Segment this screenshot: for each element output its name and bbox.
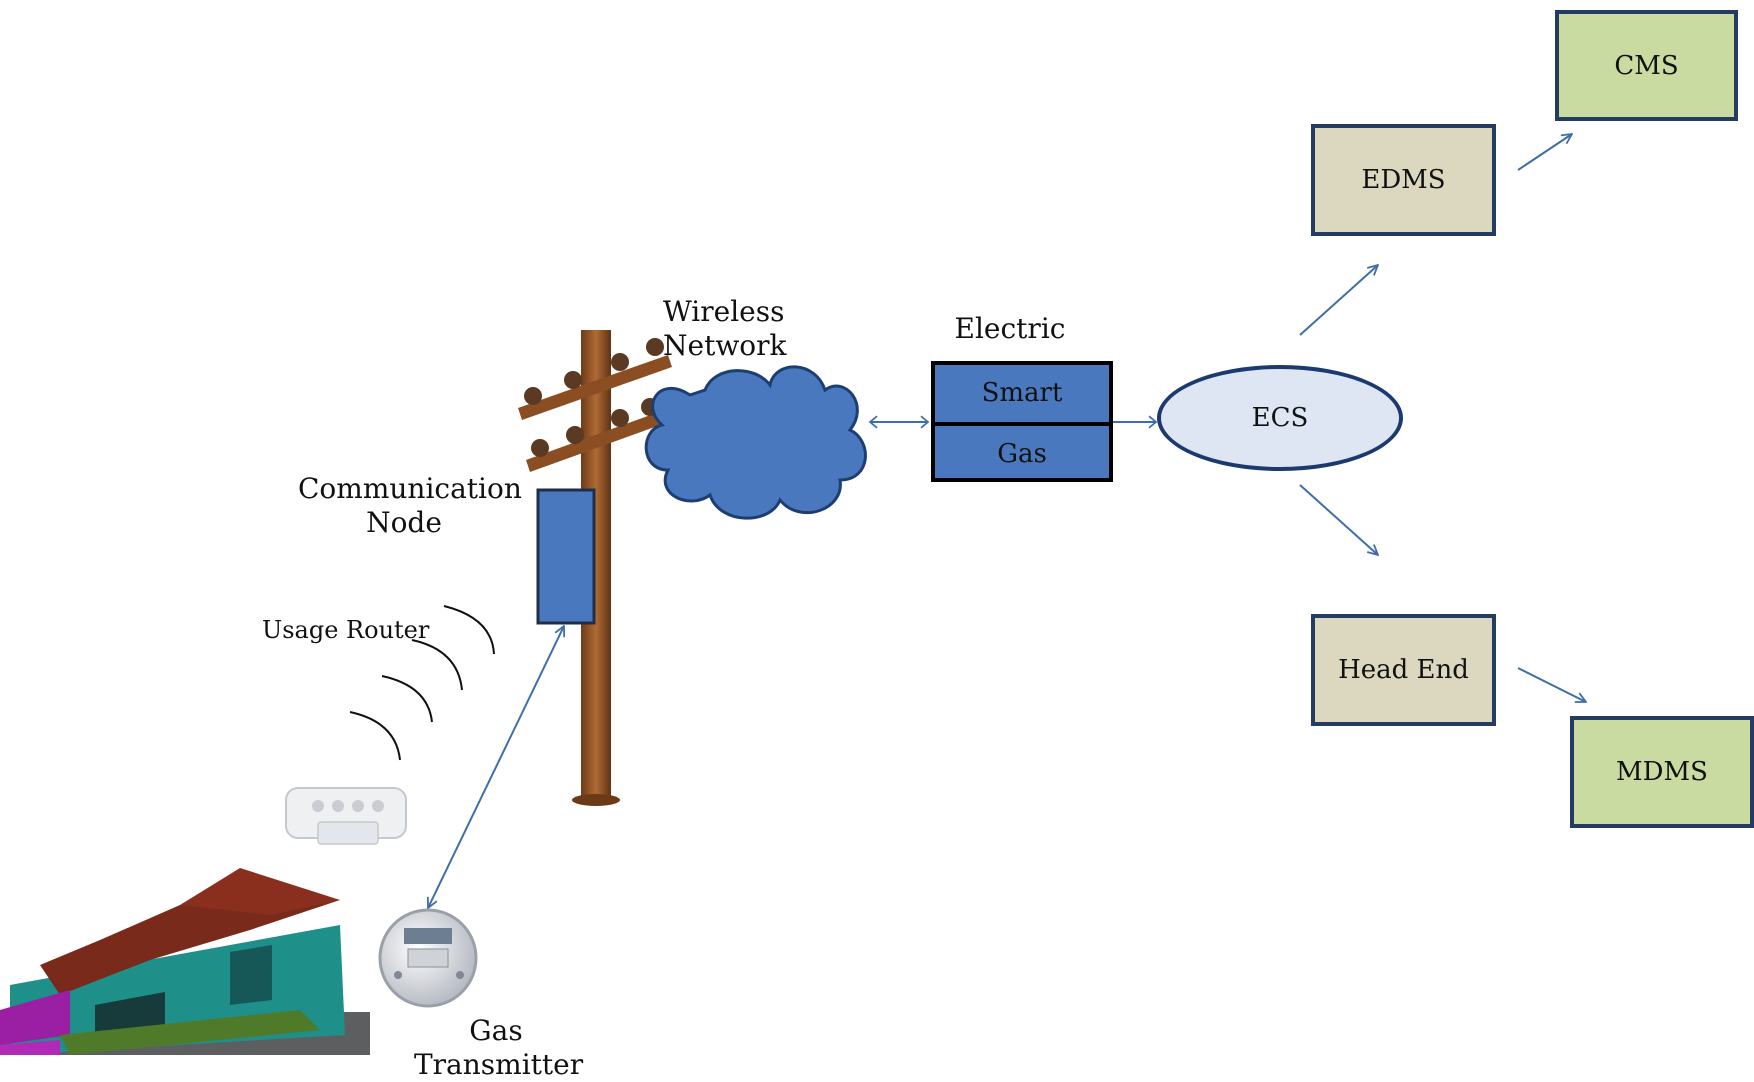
head-end-box: Head End <box>1311 614 1496 726</box>
wireless-network-label: Wireless Network <box>663 295 787 363</box>
gas-transmitter-line2: Transmitter <box>414 1048 584 1081</box>
gas-transmitter-line1: Gas <box>469 1014 523 1047</box>
wireless-signal-icon <box>349 605 495 761</box>
cms-box: CMS <box>1555 10 1738 121</box>
house-icon <box>0 868 370 1055</box>
ecs-headend-arrow <box>1299 484 1378 555</box>
utility-pole-icon <box>518 330 674 806</box>
electric-label: Electric <box>954 312 1066 345</box>
wireless-line1: Wireless <box>663 295 785 328</box>
mdms-box: MDMS <box>1570 716 1754 828</box>
smart-label: Smart <box>935 365 1109 426</box>
communication-line2: Node <box>366 506 442 539</box>
communication-node-box <box>536 488 596 625</box>
cloud-icon <box>644 365 867 520</box>
edms-box: EDMS <box>1311 124 1496 236</box>
gas-meter-icon <box>378 908 478 1008</box>
gas-transmitter-label: Gas Transmitter <box>414 1014 584 1082</box>
ecs-ellipse: ECS <box>1157 365 1403 471</box>
usage-router-label: Usage Router <box>262 616 430 644</box>
communication-node-label: Communication Node <box>298 472 522 540</box>
communication-line1: Communication <box>298 472 522 505</box>
wireless-line2: Network <box>663 329 787 362</box>
usage-router-device-icon <box>285 787 407 845</box>
edms-cms-arrow <box>1517 134 1572 171</box>
headend-mdms-arrow <box>1517 667 1586 702</box>
smart-gas-box: Smart Gas <box>931 361 1113 482</box>
meter-node-arrow <box>428 626 564 908</box>
gas-label: Gas <box>997 438 1047 469</box>
ecs-edms-arrow <box>1299 265 1378 336</box>
